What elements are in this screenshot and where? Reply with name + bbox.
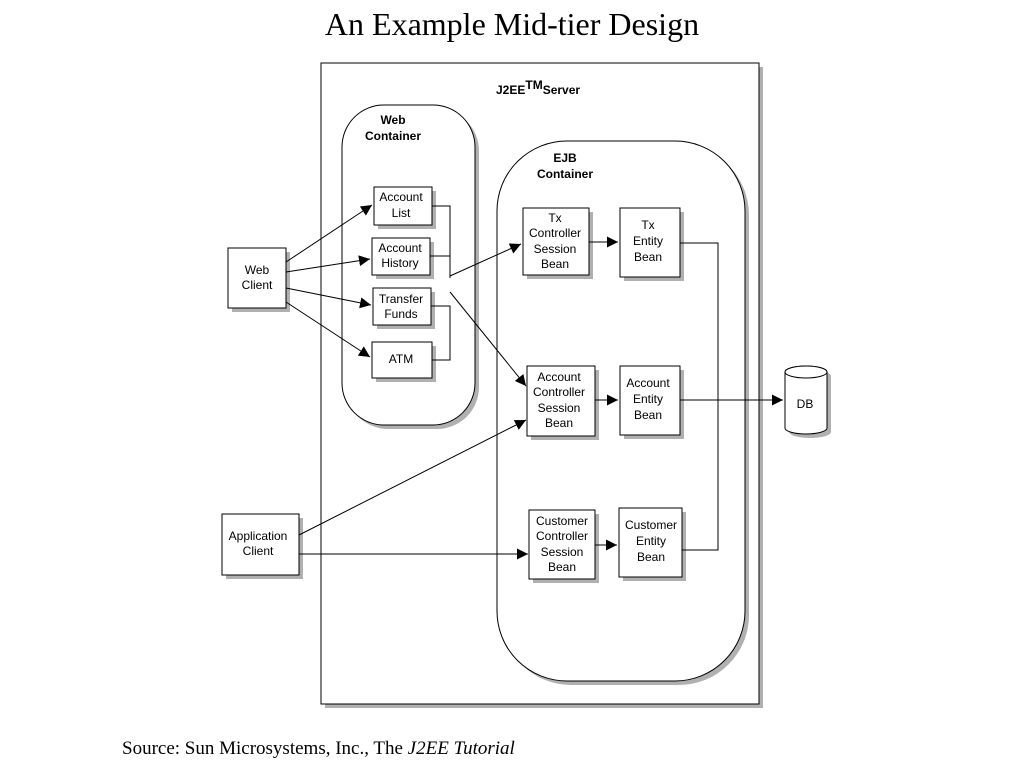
application-client-box: Application Client — [221, 513, 303, 579]
transfer-funds-label-1: Transfer — [379, 292, 423, 306]
account-list-label-2: List — [392, 206, 411, 220]
web-container-label-2: Container — [365, 129, 421, 143]
page-title: An Example Mid-tier Design — [324, 6, 700, 42]
account-list-label-1: Account — [379, 190, 423, 204]
account-history-label-2: History — [381, 256, 418, 270]
db-label: DB — [797, 397, 814, 411]
account-entity-label-3: Bean — [634, 408, 662, 422]
tx-entity-box: Tx Entity Bean — [619, 207, 684, 281]
account-list-box: Account List — [373, 186, 436, 229]
tx-entity-label-1: Tx — [641, 218, 654, 232]
arrow-appclient-accountcontroller — [298, 419, 527, 536]
account-controller-label-4: Bean — [545, 416, 573, 430]
customer-entity-box: Customer Entity Bean — [618, 507, 686, 581]
customer-controller-label-2: Controller — [536, 529, 588, 543]
account-entity-label-2: Entity — [633, 392, 663, 406]
application-client-label-1: Application — [229, 529, 288, 543]
tx-controller-box: Tx Controller Session Bean — [522, 207, 593, 279]
account-history-label-1: Account — [378, 241, 422, 255]
account-entity-box: Account Entity Bean — [619, 365, 684, 439]
customer-controller-label-4: Bean — [548, 560, 576, 574]
arrow-webclient-accountlist — [285, 204, 373, 263]
connector-txentity-bus — [680, 242, 719, 551]
transfer-funds-box: Transfer Funds — [372, 287, 435, 329]
web-client-label-2: Client — [242, 278, 273, 292]
customer-entity-label-2: Entity — [636, 534, 666, 548]
application-client-label-2: Client — [243, 544, 274, 558]
account-controller-box: Account Controller Session Bean — [526, 365, 599, 440]
atm-label: ATM — [389, 352, 413, 366]
customer-entity-label-1: Customer — [625, 518, 677, 532]
account-controller-label-1: Account — [537, 370, 581, 384]
account-controller-label-3: Session — [538, 401, 581, 415]
web-client-box: Web Client — [227, 247, 290, 312]
transfer-funds-label-2: Funds — [384, 307, 417, 321]
ejb-container-label-1: EJB — [553, 151, 577, 165]
arrow-web-txcontroller — [449, 243, 522, 277]
server-suffix: Server — [543, 83, 581, 97]
tx-entity-label-3: Bean — [634, 250, 662, 264]
account-entity-label-1: Account — [626, 376, 670, 390]
ejb-container-label-2: Container — [537, 167, 593, 181]
arrow-web-accountcontroller — [449, 291, 527, 387]
connector-jsp-bracket-top — [432, 205, 451, 278]
tx-controller-label-1: Tx — [548, 211, 561, 225]
source-prefix: Source: Sun Microsystems, Inc., The — [122, 738, 408, 759]
customer-controller-label-3: Session — [541, 545, 584, 559]
web-client-label-1: Web — [245, 263, 270, 277]
arrow-webclient-accounthistory — [285, 255, 371, 273]
tx-controller-label-2: Controller — [529, 226, 581, 240]
customer-controller-box: Customer Controller Session Bean — [528, 509, 599, 583]
db-cylinder: DB — [784, 365, 831, 438]
account-controller-label-2: Controller — [533, 385, 585, 399]
customer-entity-label-3: Bean — [637, 550, 665, 564]
tx-controller-label-4: Bean — [541, 257, 569, 271]
source-caption: Source: Sun Microsystems, Inc., The J2EE… — [122, 738, 515, 760]
server-tm: TM — [525, 78, 542, 92]
account-history-box: Account History — [371, 237, 434, 279]
arrow-webclient-transferfunds — [285, 287, 372, 309]
customer-controller-label-1: Customer — [536, 514, 588, 528]
tx-controller-label-3: Session — [534, 242, 577, 256]
connector-jsp-bracket-bottom — [431, 305, 451, 361]
atm-box: ATM — [371, 341, 436, 382]
tx-entity-label-2: Entity — [633, 234, 663, 248]
web-container-label-1: Web — [380, 113, 405, 127]
svg-text:J2EETMServer: J2EETMServer — [496, 78, 580, 97]
source-title: J2EE Tutorial — [407, 738, 515, 759]
arrow-webclient-atm — [285, 301, 371, 358]
server-label: J2EE — [496, 83, 525, 97]
